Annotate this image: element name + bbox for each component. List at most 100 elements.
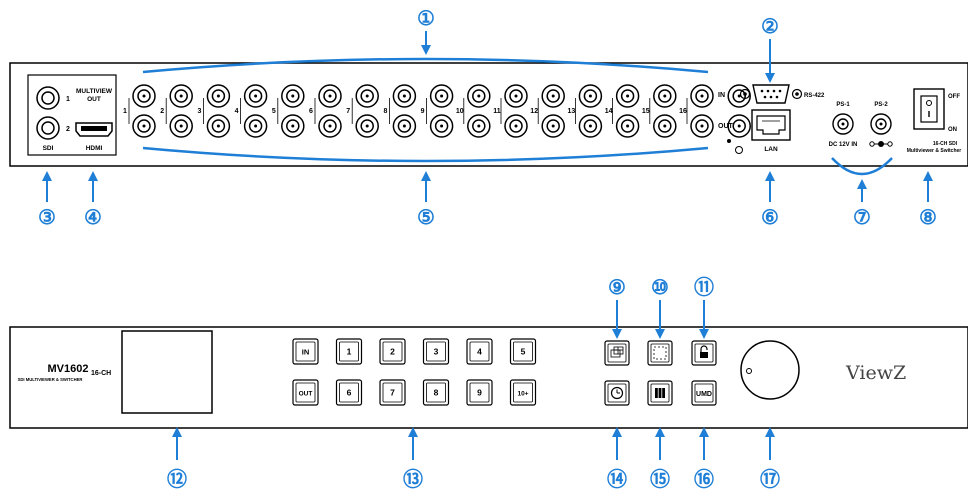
sdi-out-1-label: 1 <box>66 96 70 103</box>
bnc-loop-out-7 <box>355 114 379 138</box>
front-channels-label: 16-CH <box>91 370 111 377</box>
channel-label: 12 <box>530 108 538 115</box>
bnc-input-16 <box>690 84 714 108</box>
key-lock-button[interactable] <box>691 340 717 366</box>
channel-label: 15 <box>642 108 650 115</box>
rs422-port <box>739 84 803 104</box>
rear-panel <box>9 62 968 167</box>
bnc-input-10 <box>467 84 491 108</box>
bnc-input-15 <box>653 84 677 108</box>
bnc-input-6 <box>318 84 342 108</box>
bnc-loop-out-14 <box>615 114 640 138</box>
multiview-layout-icon <box>610 346 624 358</box>
channel-label: 8 <box>383 108 387 115</box>
front-model: MV1602 <box>48 363 89 375</box>
bnc-input-14 <box>615 84 640 108</box>
umd-label: UMD <box>696 391 712 398</box>
channel-button-2[interactable]: 2 <box>379 338 406 365</box>
channel-button-7[interactable]: 7 <box>379 379 406 406</box>
rear-model-line1: 16-CH SDI <box>933 141 958 147</box>
channel-button-5[interactable]: 5 <box>509 338 537 365</box>
lock-icon <box>700 345 708 358</box>
bnc-loop-output-row <box>132 114 751 138</box>
ps1-label: PS-1 <box>836 102 850 108</box>
fullscreen-icon <box>653 346 667 360</box>
hdmi-label: HDMI <box>86 145 103 152</box>
callout-2: ② <box>761 16 779 38</box>
rs422-label: RS-422 <box>804 93 825 99</box>
hdmi-port <box>75 122 113 137</box>
fullscreen-button[interactable] <box>647 340 673 366</box>
ps1-connector <box>832 113 854 135</box>
test-pattern-button[interactable] <box>647 380 673 406</box>
channel-label: 16 <box>679 108 687 115</box>
channel-button-4[interactable]: 4 <box>466 338 493 365</box>
in-label: IN <box>718 92 725 99</box>
bnc-loop-out-3 <box>206 114 231 138</box>
dc-label: DC 12V IN <box>829 142 858 148</box>
channel-button-3[interactable]: 3 <box>422 338 450 365</box>
channel-button-9[interactable]: 9 <box>466 379 493 406</box>
callout-1-bracket <box>142 57 709 74</box>
clock-icon <box>610 386 624 400</box>
sdi-hdmi-box <box>27 74 117 156</box>
channel-label: 2 <box>160 108 164 115</box>
bnc-mv-input <box>727 84 751 108</box>
off-label: OFF <box>948 94 960 100</box>
bnc-loop-out-9 <box>429 114 454 138</box>
channel-button-8[interactable]: 8 <box>422 379 450 406</box>
bnc-loop-out-16 <box>690 114 714 138</box>
callout-4: ④ <box>84 207 102 229</box>
channel-button-label: 5 <box>521 347 526 357</box>
multiview-layout-button[interactable] <box>604 340 630 366</box>
channel-button-1[interactable]: 1 <box>335 338 363 365</box>
bnc-input-1 <box>132 84 156 108</box>
channel-button-6[interactable]: 6 <box>335 379 363 406</box>
channel-label: 3 <box>197 108 201 115</box>
bnc-input-13 <box>578 84 603 108</box>
callout-6: ⑥ <box>761 207 779 229</box>
channel-button-out[interactable]: OUT <box>292 379 319 406</box>
channel-label: 14 <box>605 108 613 115</box>
sdi-out-2-label: 2 <box>66 126 70 133</box>
bnc-input-7 <box>355 84 379 108</box>
sdi-out-1-connector <box>36 86 60 110</box>
reset-hole <box>727 139 743 154</box>
bnc-loop-out-5 <box>281 114 305 138</box>
clock-button[interactable] <box>604 380 630 406</box>
bnc-loop-out-10 <box>467 114 491 138</box>
multiview-sub: OUT <box>87 96 101 103</box>
channel-button-label: 4 <box>477 347 482 357</box>
power-switch <box>913 88 945 130</box>
bnc-loop-out-15 <box>653 114 677 138</box>
bnc-loop-out-12 <box>541 114 565 138</box>
channel-label: 1 <box>123 108 127 115</box>
bnc-mv-loop-out <box>727 114 751 138</box>
brand-logo: ViewZ <box>845 362 906 384</box>
callout-5-bracket <box>142 146 709 163</box>
channel-button-label: 2 <box>390 347 395 357</box>
rear-model-line2: Multiviewer & Switcher <box>907 148 962 154</box>
jog-knob[interactable] <box>740 340 800 400</box>
front-subtitle: SDI MULTIVIEWER & SWITCHER <box>18 377 83 382</box>
on-label: ON <box>948 127 957 133</box>
channel-button-label: OUT <box>299 391 313 398</box>
bnc-loop-out-2 <box>169 114 193 138</box>
ps2-connector <box>870 113 892 135</box>
bnc-input-11 <box>504 84 528 108</box>
umd-button[interactable]: UMD <box>691 380 717 406</box>
channel-label: 9 <box>421 108 425 115</box>
channel-button-in[interactable]: IN <box>292 338 319 365</box>
bnc-loop-out-1 <box>132 114 156 138</box>
callout-7-bracket <box>831 157 893 176</box>
channel-button-label: 10+ <box>517 391 528 398</box>
bnc-input-9 <box>429 84 454 108</box>
bnc-input-5 <box>281 84 305 108</box>
lan-port <box>751 109 791 141</box>
callout-9: ⑨ <box>608 277 626 299</box>
channel-button-label: IN <box>302 348 310 357</box>
channel-button-10plus[interactable]: 10+ <box>509 379 537 406</box>
callout-14: ⑭ <box>607 468 627 491</box>
callout-5: ⑤ <box>417 207 435 229</box>
